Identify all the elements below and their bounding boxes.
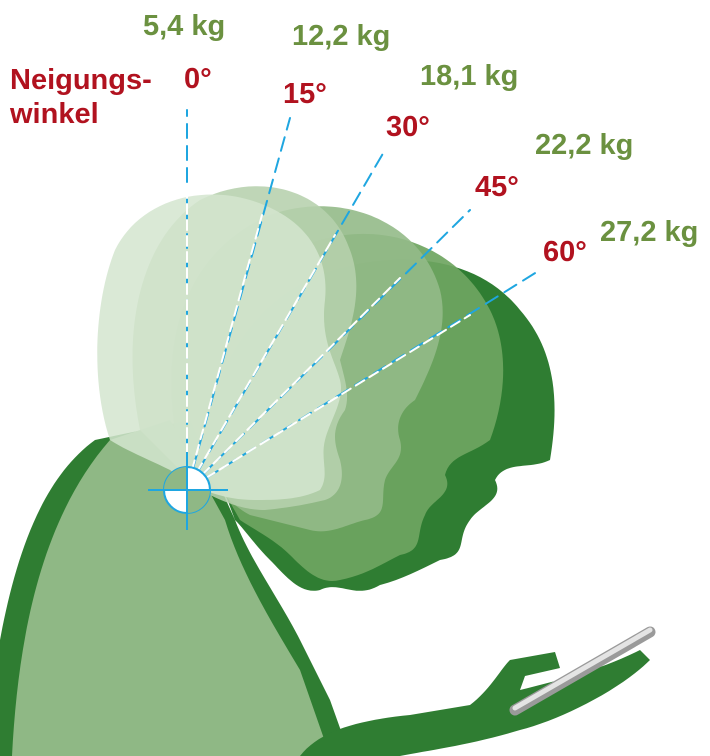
weight-label-0: 5,4 kg bbox=[143, 12, 225, 41]
weight-label-30: 18,1 kg bbox=[420, 62, 518, 91]
angle-label-30: 30° bbox=[386, 113, 430, 142]
weight-label-60: 27,2 kg bbox=[600, 218, 698, 247]
weight-label-15: 12,2 kg bbox=[292, 22, 390, 51]
angle-label-45: 45° bbox=[475, 173, 519, 202]
title-line-2: winkel bbox=[10, 97, 152, 131]
angle-label-15: 15° bbox=[283, 80, 327, 109]
angle-label-0: 0° bbox=[184, 65, 212, 94]
title-line-1: Neigungs- bbox=[10, 63, 152, 97]
angle-label-60: 60° bbox=[543, 238, 587, 267]
weight-label-45: 22,2 kg bbox=[535, 131, 633, 160]
tilt-angle-title: Neigungs- winkel bbox=[10, 63, 152, 131]
